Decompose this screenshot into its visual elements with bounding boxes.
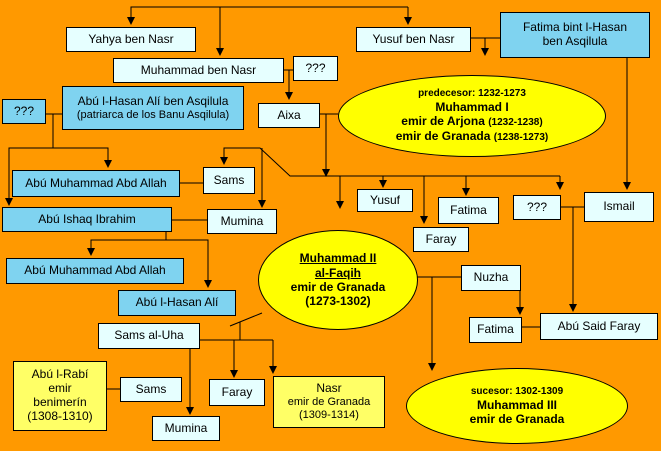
muhammad-iii-name: Muhammad III xyxy=(476,397,557,412)
nasr-title: emir de Granada xyxy=(287,396,371,409)
muhammad-ben-nasr-box: Muhammad ben Nasr xyxy=(113,58,284,83)
abul-hasan-ali-2-box: Abú l-Hasan Alí xyxy=(118,290,236,316)
yahya-ben-nasr-label: Yahya ben Nasr xyxy=(88,31,174,46)
muhammad-ii-title: emir de Granada xyxy=(290,280,386,294)
abu-said-faray-box: Abú Said Faray xyxy=(540,313,658,340)
sams-2-label: Sams xyxy=(135,381,167,396)
sams-2-box: Sams xyxy=(120,377,182,402)
abul-rabi-box: Abú l-Rabí emir benimerín (1308-1310) xyxy=(13,361,107,431)
muhammad-iii-successor: sucesor: 1302-1309 xyxy=(470,385,564,397)
nuzha-label: Nuzha xyxy=(473,270,509,285)
nuzha-box: Nuzha xyxy=(461,265,521,291)
nasr-name: Nasr xyxy=(316,381,342,396)
abu-muhammad-abd-allah-2-label: Abú Muhammad Abd Allah xyxy=(24,263,166,278)
muhammad-i-name: Muhammad I xyxy=(435,99,509,114)
abul-hasan-ali-asqilula-name: Abú l-Hasan Alí ben Asqilula xyxy=(77,93,229,108)
muhammad-ii-name: Muhammad II xyxy=(299,251,377,266)
unknown-spouse-1-box: ??? xyxy=(293,56,338,81)
yusuf-ben-nasr-box: Yusuf ben Nasr xyxy=(356,27,471,52)
muhammad-ben-nasr-label: Muhammad ben Nasr xyxy=(140,62,257,77)
unknown-spouse-2-label: ??? xyxy=(13,103,35,118)
abul-rabi-dates: (1308-1310) xyxy=(27,408,93,423)
abul-rabi-title: emir xyxy=(48,381,72,396)
muhammad-i-ellipse: predecesor: 1232-1273 Muhammad I emir de… xyxy=(338,75,606,157)
sams-1-box: Sams xyxy=(203,167,255,194)
abu-muhammad-abd-allah-1-label: Abú Muhammad Abd Allah xyxy=(25,175,167,190)
yahya-ben-nasr-box: Yahya ben Nasr xyxy=(66,27,196,52)
mumina-1-box: Mumina xyxy=(207,209,277,234)
yusuf-box: Yusuf xyxy=(357,189,413,212)
abul-rabi-dynasty: benimerín xyxy=(33,395,87,409)
fatima-bint-hasan-line1: Fatima bint l-Hasan xyxy=(522,20,628,35)
abul-hasan-ali-asqilula-subtitle: (patriarca de los Banu Asqilula) xyxy=(76,108,230,121)
muhammad-ii-ellipse: Muhammad II al-Faqih emir de Granada (12… xyxy=(258,230,418,330)
abu-ishaq-ibrahim-box: Abú Ishaq Ibrahim xyxy=(2,207,172,232)
sams-1-label: Sams xyxy=(213,172,245,187)
fatima-1-label: Fatima xyxy=(450,202,487,217)
abu-muhammad-abd-allah-1-box: Abú Muhammad Abd Allah xyxy=(12,170,180,197)
fatima-bint-hasan-line2: ben Asqilula xyxy=(542,34,608,48)
faray-1-box: Faray xyxy=(413,227,469,252)
fatima-1-box: Fatima xyxy=(438,197,499,224)
faray-2-label: Faray xyxy=(221,384,253,399)
unknown-spouse-3-label: ??? xyxy=(526,199,548,214)
abu-muhammad-abd-allah-2-box: Abú Muhammad Abd Allah xyxy=(6,258,184,284)
muhammad-ii-dates: (1273-1302) xyxy=(305,294,371,309)
muhammad-ii-epithet: al-Faqih xyxy=(314,265,361,280)
muhammad-iii-title: emir de Granada xyxy=(469,412,565,426)
ismail-box: Ismail xyxy=(584,192,654,222)
fatima-bint-hasan-box: Fatima bint l-Hasan ben Asqilula xyxy=(500,12,650,58)
yusuf-label: Yusuf xyxy=(369,192,401,207)
abul-hasan-ali-2-label: Abú l-Hasan Alí xyxy=(135,295,219,310)
abu-said-faray-label: Abú Said Faray xyxy=(557,318,641,333)
faray-2-box: Faray xyxy=(209,379,265,406)
mumina-2-label: Mumina xyxy=(164,420,208,435)
aixa-box: Aixa xyxy=(258,103,320,128)
aixa-label: Aixa xyxy=(277,107,301,122)
nasr-box: Nasr emir de Granada (1309-1314) xyxy=(273,376,385,428)
sams-al-uha-box: Sams al-Uha xyxy=(98,323,200,349)
abu-ishaq-ibrahim-label: Abú Ishaq Ibrahim xyxy=(38,211,136,226)
unknown-spouse-1-label: ??? xyxy=(305,60,326,75)
mumina-2-box: Mumina xyxy=(152,416,220,441)
fatima-2-box: Fatima xyxy=(469,317,522,343)
fatima-2-label: Fatima xyxy=(477,322,514,337)
faray-1-label: Faray xyxy=(425,231,457,246)
unknown-spouse-2-box: ??? xyxy=(2,99,46,124)
yusuf-ben-nasr-label: Yusuf ben Nasr xyxy=(372,31,455,46)
muhammad-i-granada: emir de Granada (1238-1273) xyxy=(395,129,549,144)
mumina-1-label: Mumina xyxy=(220,213,264,228)
muhammad-i-predecessor: predecesor: 1232-1273 xyxy=(418,87,526,99)
muhammad-iii-ellipse: sucesor: 1302-1309 Muhammad III emir de … xyxy=(406,368,628,444)
sams-al-uha-label: Sams al-Uha xyxy=(114,328,184,343)
abul-rabi-name: Abú l-Rabí xyxy=(31,367,89,382)
ismail-label: Ismail xyxy=(603,199,635,214)
muhammad-i-arjona: emir de Arjona (1232-1238) xyxy=(401,114,543,129)
unknown-spouse-3-box: ??? xyxy=(513,195,561,220)
abul-hasan-ali-asqilula-box: Abú l-Hasan Alí ben Asqilula (patriarca … xyxy=(62,86,244,130)
nasr-dates: (1309-1314) xyxy=(299,408,359,421)
